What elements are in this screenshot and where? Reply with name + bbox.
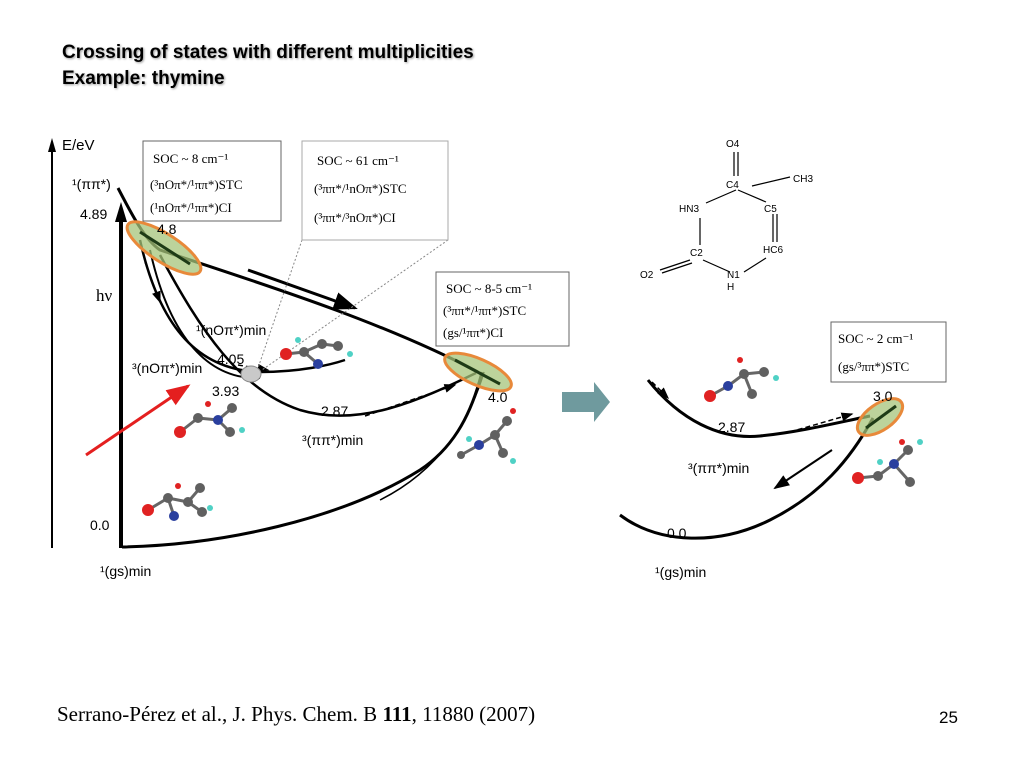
atom-C2: C2 xyxy=(690,248,703,259)
citation-authors: Serrano-Pérez et al., J. Phys. Chem. B xyxy=(57,702,383,726)
right-value-30: 3.0 xyxy=(873,388,893,404)
right-ground-state-curve xyxy=(619,417,875,540)
dashed-arrow-left xyxy=(144,261,161,304)
slide-title: Crossing of states with different multip… xyxy=(62,40,474,92)
red-highlight-arrow xyxy=(85,384,191,457)
box2-line3: (³ππ*/³nOπ*)CI xyxy=(314,210,396,225)
decay-arrow-upper xyxy=(247,268,358,310)
soc-box-2: SOC ~ 61 cm⁻¹ (³ππ*/¹nOπ*)STC (³ππ*/³nOπ… xyxy=(301,140,449,241)
citation-pages: , 11880 (2007) xyxy=(411,702,536,726)
atom-C4: C4 xyxy=(726,180,739,191)
hv-label: hν xyxy=(96,286,113,305)
atom-C5: C5 xyxy=(764,204,777,215)
excitation-arrow-head xyxy=(115,202,127,222)
right-molecule-crossing xyxy=(852,439,923,487)
crossing-line-40 xyxy=(454,358,501,386)
crossing-line-48 xyxy=(139,230,191,266)
value-405: 4.05 xyxy=(217,351,244,367)
value-40: 4.0 xyxy=(488,389,508,405)
right-value-287: 2.87 xyxy=(718,419,745,435)
ground-state-curve xyxy=(121,371,484,549)
right-label-gs-min: ¹(gs)min xyxy=(655,564,706,580)
right-pipi-triplet-curve xyxy=(646,379,871,439)
transition-arrow xyxy=(562,382,610,422)
box3-line1: SOC ~ 8-5 cm⁻¹ xyxy=(446,281,532,296)
right-label-pipi-triplet-min: ³(ππ*)min xyxy=(688,460,749,476)
molecule-geometry-ground xyxy=(142,483,213,521)
atom-N1: N1 xyxy=(727,270,740,281)
value-393: 3.93 xyxy=(212,383,239,399)
label-nopi-triplet-min: ³(nOπ*)min xyxy=(132,360,202,376)
molecule-geometry-ci xyxy=(457,408,516,464)
crossing-highlight-405 xyxy=(240,365,262,383)
thymine-structure: O4 C4 CH3 HN3 C5 C2 HC6 O2 N1 H xyxy=(640,139,813,293)
value-489: 4.89 xyxy=(80,206,107,222)
atom-H: H xyxy=(727,282,734,293)
box2-line2: (³ππ*/¹nOπ*)STC xyxy=(314,181,407,196)
label-gs-min: ¹(gs)min xyxy=(100,563,151,579)
title-line-1: Crossing of states with different multip… xyxy=(62,42,474,63)
right-soc-box: SOC ~ 2 cm⁻¹ (gs/³ππ*)STC xyxy=(830,321,947,383)
value-48: 4.8 xyxy=(157,221,177,237)
right-dashed-arrow-left xyxy=(651,381,670,400)
soc-box-1: SOC ~ 8 cm⁻¹ (³nOπ*/¹ππ*)STC (¹nOπ*/¹ππ*… xyxy=(142,140,282,222)
molecule-geometry-cross xyxy=(280,337,353,369)
atom-CH3: CH3 xyxy=(793,174,813,185)
right-dashed-arrow-right xyxy=(789,412,854,433)
box1-line2: (³nOπ*/¹ππ*)STC xyxy=(150,177,243,192)
box1-line1: SOC ~ 8 cm⁻¹ xyxy=(153,151,228,166)
molecule-geometry-nopi xyxy=(174,401,245,438)
box3-line2: (³ππ*/¹ππ*)STC xyxy=(443,303,526,318)
right-crossing-line xyxy=(865,404,897,430)
box3-line3: (gs/¹ππ*)CI xyxy=(443,325,503,340)
axis-arrow-head xyxy=(48,138,56,152)
right-panel: 3.0 2.87 ³(ππ*)min 0.0 ¹(gs)min SOC ~ 2 … xyxy=(619,321,947,580)
soc-box-3: SOC ~ 8-5 cm⁻¹ (³ππ*/¹ππ*)STC (gs/¹ππ*)C… xyxy=(435,271,570,347)
pipi-triplet-curve xyxy=(158,254,477,417)
citation: Serrano-Pérez et al., J. Phys. Chem. B 1… xyxy=(57,702,535,727)
axis-label: E/eV xyxy=(62,137,95,154)
atom-HN3: HN3 xyxy=(679,204,699,215)
atom-HC6: HC6 xyxy=(763,245,783,256)
label-nopi-singlet-min: ¹(nOπ*)min xyxy=(196,322,266,338)
right-molecule-triplet xyxy=(704,357,779,402)
atom-O4: O4 xyxy=(726,139,740,150)
right-box-line2: (gs/³ππ*)STC xyxy=(838,359,909,374)
right-box-line1: SOC ~ 2 cm⁻¹ xyxy=(838,331,913,346)
value-00: 0.0 xyxy=(90,517,110,533)
title-line-2: Example: thymine xyxy=(62,68,225,89)
right-decay-arrow xyxy=(773,449,833,490)
leader-line-1 xyxy=(257,239,303,369)
box1-line3: (¹nOπ*/¹ππ*)CI xyxy=(150,200,232,215)
label-pipi-triplet-min: ³(ππ*)min xyxy=(302,432,363,448)
page-number: 25 xyxy=(939,708,958,727)
citation-volume: 111 xyxy=(382,702,412,726)
left-panel: E/eV hν ¹(ππ*) 4.89 4.8 ¹(nOπ*)min xyxy=(48,137,570,579)
atom-O2: O2 xyxy=(640,270,654,281)
leader-line-2 xyxy=(261,239,449,371)
value-287: 2.87 xyxy=(321,403,348,419)
label-pipi-singlet: ¹(ππ*) xyxy=(72,176,111,192)
ground-state-branch xyxy=(379,371,485,501)
right-value-00: 0.0 xyxy=(667,525,687,541)
box2-line1: SOC ~ 61 cm⁻¹ xyxy=(317,153,399,168)
